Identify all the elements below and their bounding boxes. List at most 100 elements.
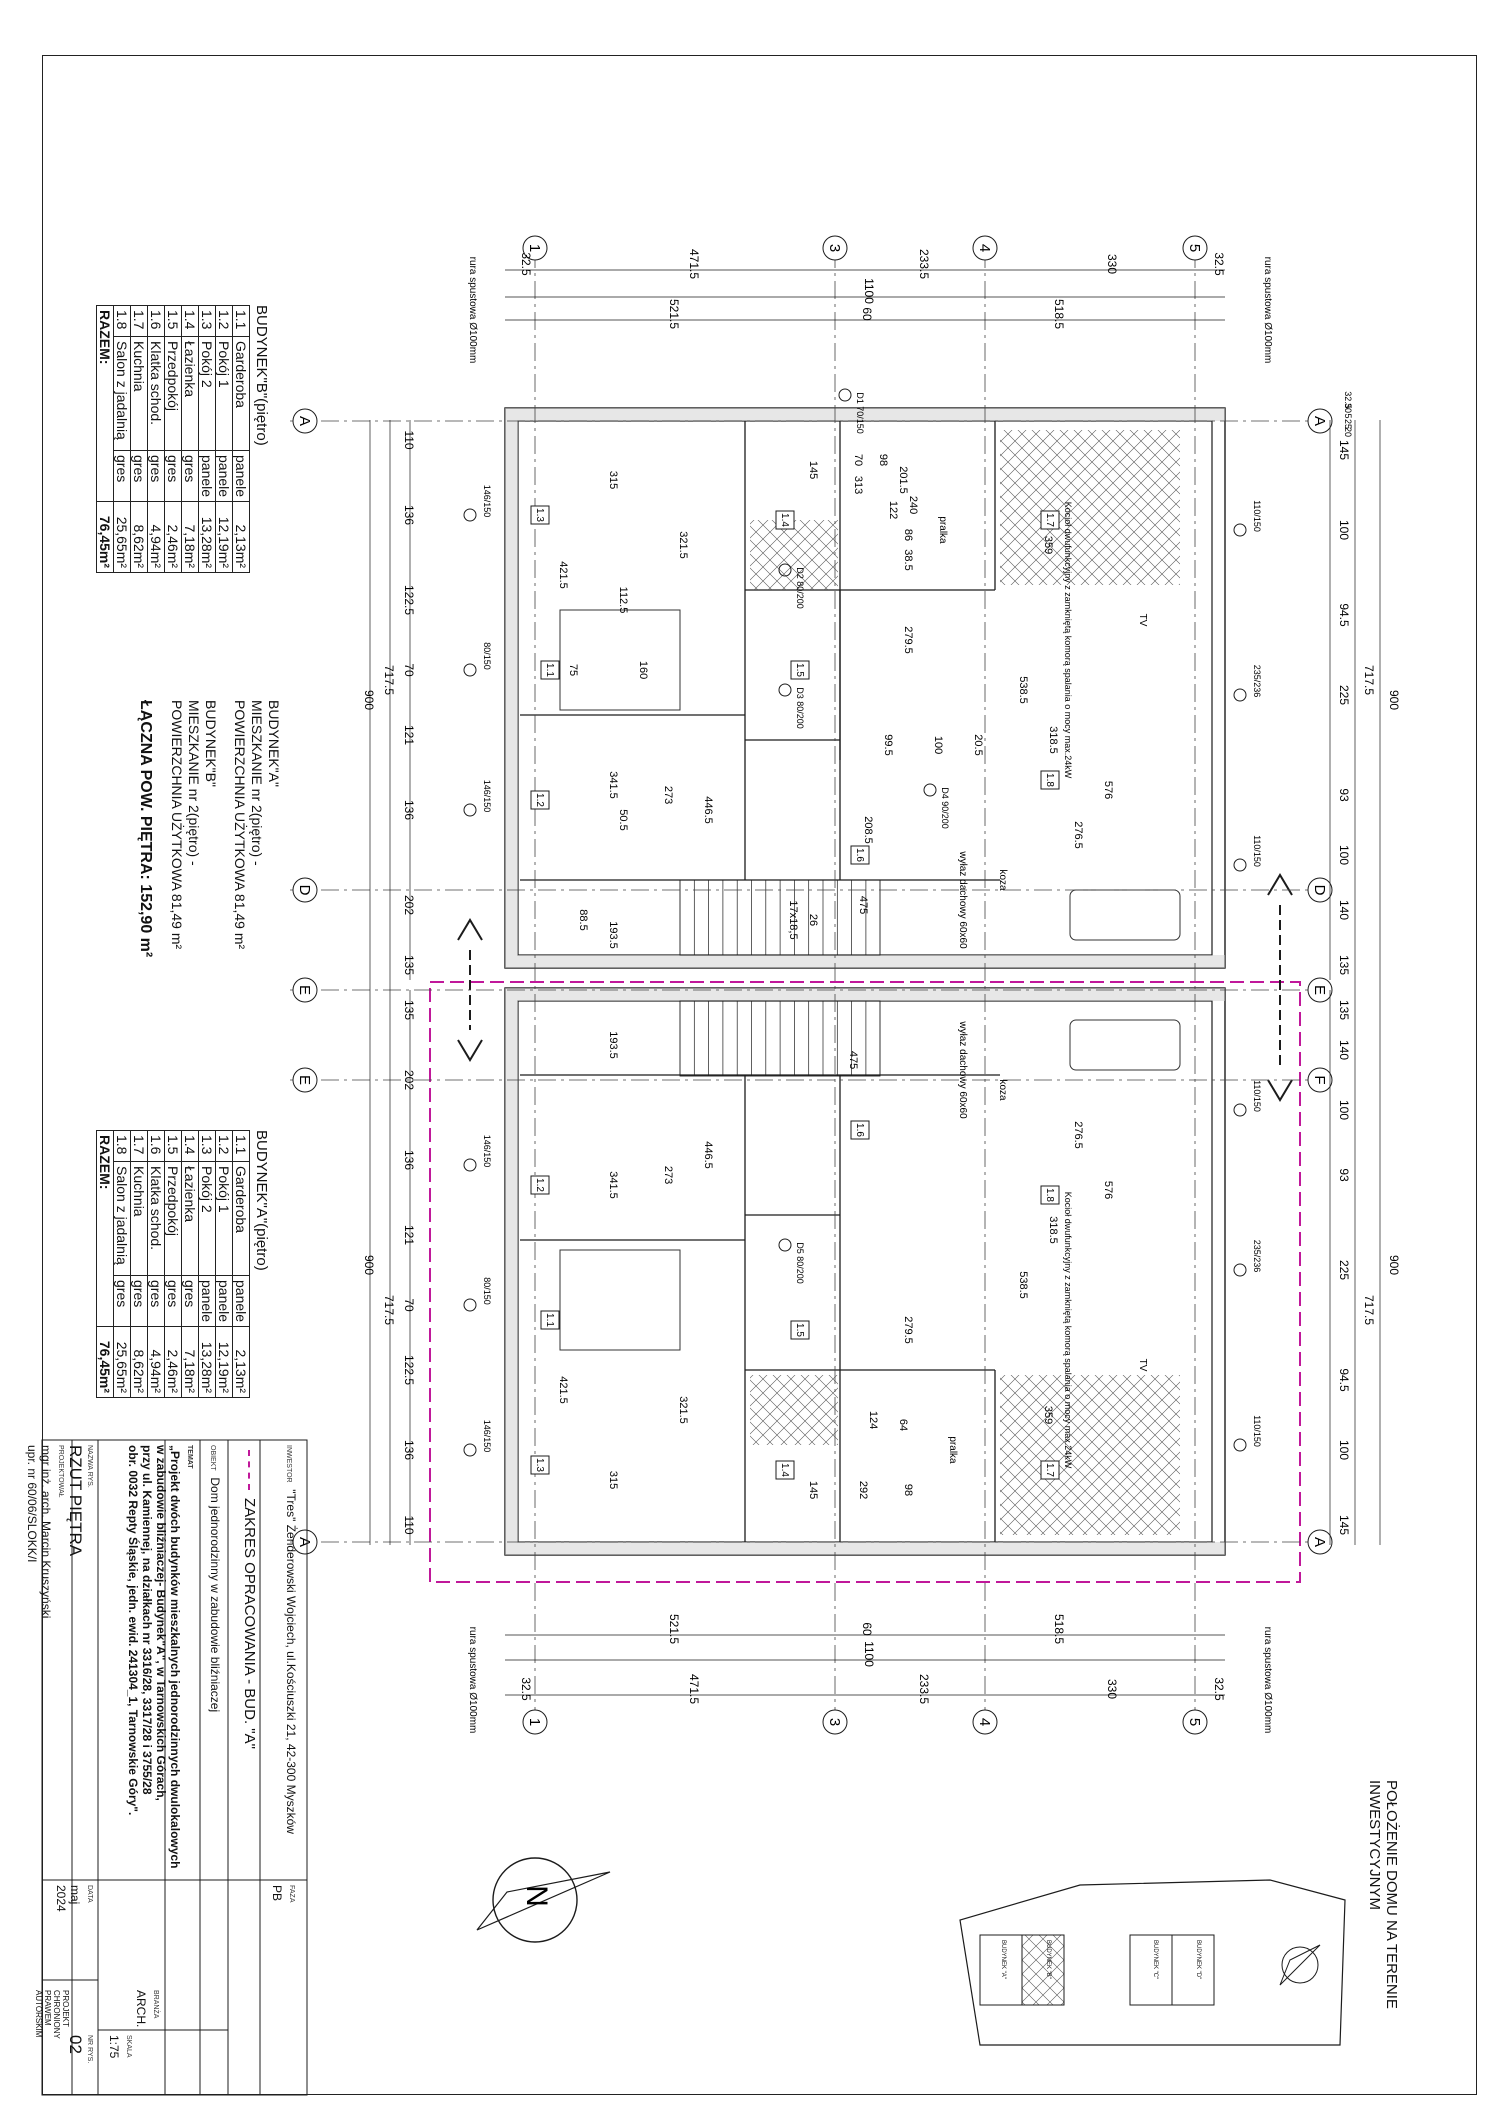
window-tag-marker (1233, 1263, 1247, 1277)
dimension-text: 100 (1337, 845, 1351, 865)
data-year: 2024 (54, 1885, 68, 1912)
dimension-text: 717.5 (1362, 665, 1376, 695)
downpipe-note: rura spustowa Ø100mm (1262, 1627, 1273, 1734)
room-b-note: koza (997, 869, 1008, 891)
dimension-text: 5 (1343, 413, 1353, 418)
dimension-text: 110 (402, 1515, 416, 1534)
axis-bubble (1182, 235, 1208, 261)
title-temat: TEMAT „Projekt dwóch budynków mieszkalny… (126, 1445, 196, 1868)
room-a-tag-box (850, 1120, 870, 1140)
projektowal-license: upr. nr 60/06/SLOKK/I (25, 1445, 39, 1563)
room-table-b-total-row: RAZEM:76,45m² (96, 305, 114, 573)
room-a-tag-box (790, 1320, 810, 1340)
dimension-text: 122.5 (402, 585, 416, 615)
room-b-dimension: 50.5 (617, 809, 629, 830)
axis-letter-label: F (1311, 1075, 1328, 1084)
room-b-dimension: 576 (1102, 781, 1114, 799)
door-tag-text: D4 90/200 (940, 787, 950, 829)
dimension-text: 94.5 (1337, 1368, 1351, 1392)
summary-a-line1: MIESZKANIE nr 2(piętro) - (249, 700, 265, 866)
room-b-dimension: 38.5 (902, 549, 914, 570)
room-table-b-title: BUDYNEK"B"(piętro) (253, 305, 270, 446)
room-table-b-cell-num: 1.4 (181, 305, 199, 337)
room-a-note: TV (1137, 1359, 1148, 1372)
inwestor-value: "Tres" Żenderowski Wojciech, ul.Kościusz… (284, 1489, 298, 1834)
dimension-text: 70 (402, 1298, 416, 1312)
window-tag-text: 110/150 (1252, 1080, 1262, 1112)
window-tag-text: 146/150 (482, 1135, 492, 1168)
room-table-b-cell-area: 2,13m² (232, 501, 250, 573)
room-table-a-cell-name: Garderoba (232, 1161, 250, 1276)
dimension-text: 202 (402, 895, 416, 915)
dimension-text: 471.5 (687, 1674, 701, 1704)
axis-number-label: 4 (976, 244, 993, 252)
dimension-text: 1100 (862, 278, 876, 304)
room-table-a-cell-fin: panele (215, 1275, 233, 1327)
dimension-text: 20 (1343, 427, 1353, 437)
title-nrrys: NR RYS. 02 (66, 2035, 96, 2063)
axis-bubble (522, 1709, 548, 1735)
room-b-dimension: 341.5 (607, 771, 619, 799)
door-tag-text: D5 80/200 (795, 1242, 805, 1284)
room-table-b-cell-area: 8,62m² (130, 501, 148, 573)
room-a-tag-text: 1.6 (854, 1123, 865, 1137)
room-b-dimension: 88.5 (577, 909, 589, 930)
room-b-tag-box (530, 505, 550, 525)
faza-value: PB (270, 1885, 284, 1902)
stairs-a (679, 1000, 881, 1077)
room-a-dimension: 421.5 (557, 1376, 569, 1404)
window-tag-text: 110/150 (1252, 500, 1262, 532)
room-table-a-cell-fin: panele (232, 1275, 250, 1327)
room-a-tag-text: 1.3 (534, 1458, 545, 1472)
door-tag-marker (778, 1238, 792, 1252)
window-tag-text: 80/150 (482, 1277, 492, 1305)
room-table-a-cell-fin: gres (113, 1275, 131, 1327)
window-tag-marker (463, 1443, 477, 1457)
axis-number-label: 3 (826, 244, 843, 252)
room-table-a-cell-fin: gres (147, 1275, 165, 1327)
room-table-a-cell-area: 25,65m² (113, 1326, 131, 1398)
temat-line-1: „Projekt dwóch budynków mieszkalnych jed… (168, 1445, 182, 1869)
dimension-text: 110 (402, 430, 416, 449)
window-tag-text: 80/150 (482, 642, 492, 670)
title-skala: SKALA 1:75 (107, 2035, 135, 2058)
window-tag-marker (1233, 1103, 1247, 1117)
dimension-text: 225 (1337, 1260, 1351, 1280)
room-b-tag-text: 1.8 (1044, 773, 1055, 787)
location-plan-title: POŁOŻENIE DOMU NA TERENIE INWESTYCYJNYM (1366, 1780, 1400, 2009)
room-b-dimension: 201.5 (897, 466, 909, 494)
title-copyright: PROJEKT CHRONIONY PRAWEM AUTORSKIM (34, 1990, 70, 2039)
room-table-b-cell-name: Przedpokój (164, 336, 182, 451)
bathroom-a-tiles (750, 1375, 838, 1445)
room-table-b-cell-fin: panele (215, 450, 233, 502)
room-table-b-cell-area: 25,65m² (113, 501, 131, 573)
axis-bubble (1307, 977, 1333, 1003)
temat-line-2: w zabudowie bliźniaczej- Budynek"A", w T… (154, 1445, 168, 1801)
room-table-b-cell-area: 7,18m² (181, 501, 199, 573)
dimension-text: 233.5 (917, 1674, 931, 1704)
sofa-b (1069, 889, 1181, 941)
north-label: N (520, 1885, 553, 1907)
room-table-b-cell-area: 2,46m² (164, 501, 182, 573)
room-a-tag-box (540, 1310, 560, 1330)
copyright-3: PRAWEM (43, 1990, 52, 2026)
room-a-tag-box (1040, 1185, 1060, 1205)
dimension-text: 32.5 (519, 252, 533, 276)
dimension-text: 136 (402, 505, 416, 525)
room-b-dimension: 70 (852, 454, 864, 466)
axis-bubble (292, 1067, 318, 1093)
room-b-dimension: 26 (807, 914, 819, 926)
axis-bubble (1307, 877, 1333, 903)
data-label: DATA (86, 1885, 93, 1903)
room-table-a-cell-name: Łazienka (181, 1161, 199, 1276)
summary-b-title: BUDYNEK"B" (203, 700, 219, 787)
window-tag-marker (463, 1158, 477, 1172)
summary-b-line1: MIESZKANIE nr 2(piętro) - (186, 700, 202, 866)
dimension-text: 900 (1387, 690, 1401, 710)
